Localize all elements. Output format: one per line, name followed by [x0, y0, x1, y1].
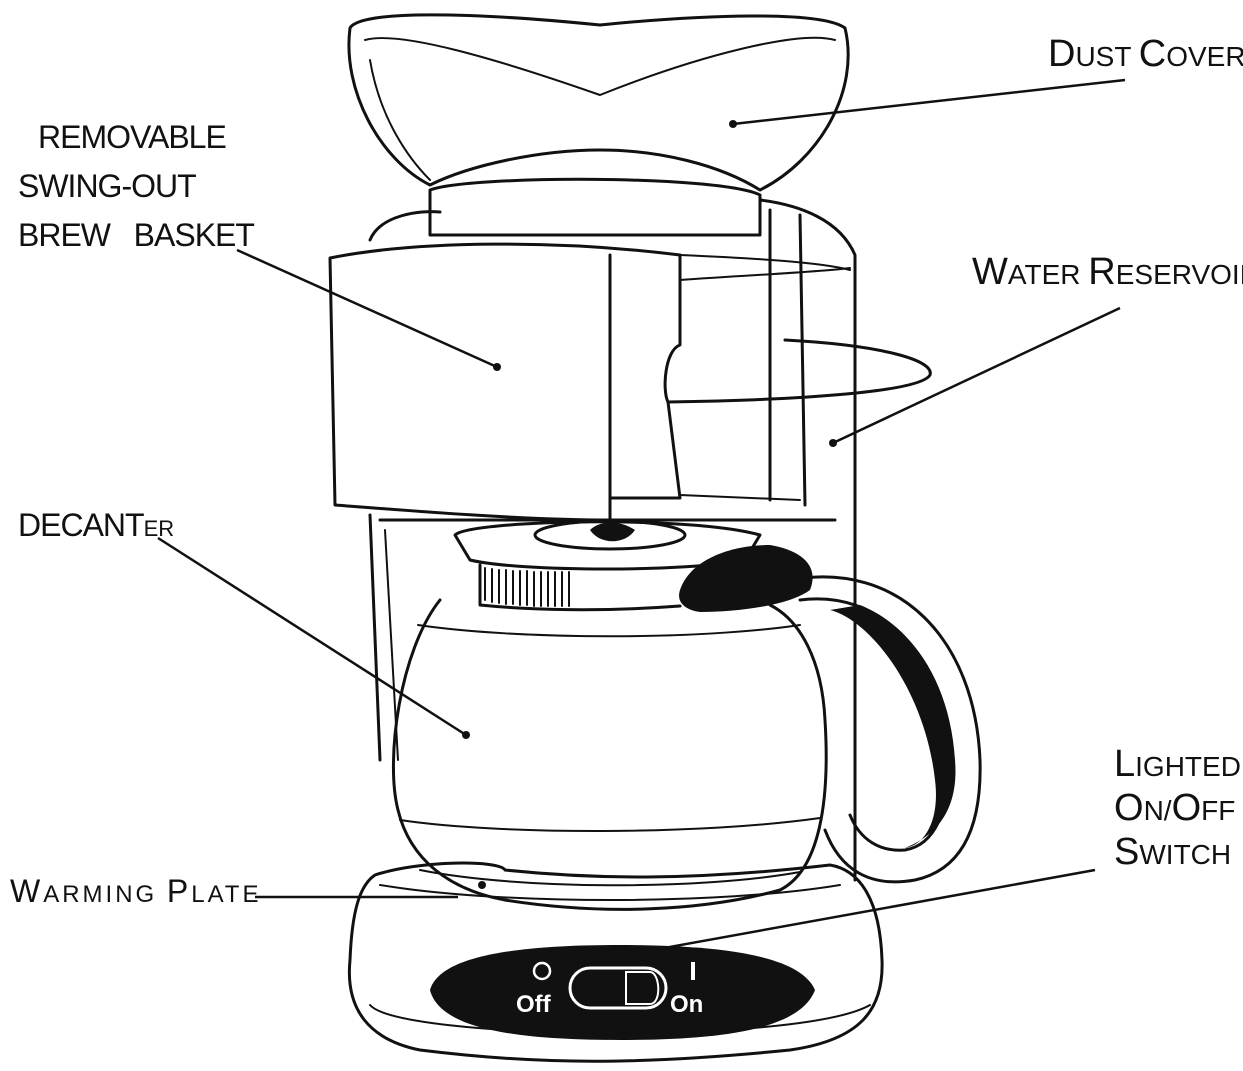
leader-water-reservoir — [832, 306, 1121, 445]
pointer-dot-water-reservoir — [829, 439, 837, 447]
off-label: Off — [516, 991, 552, 1018]
switch-panel: Off On — [430, 945, 815, 1040]
decanter-grip-ridges — [484, 567, 570, 607]
power-switch[interactable] — [568, 966, 668, 1010]
label-brew-basket-line3: BREW BASKET — [18, 217, 254, 253]
coffee-maker-illustration: Off On — [328, 13, 982, 1063]
decanter-part — [391, 519, 982, 911]
label-brew-basket-line2: SWING-OUT — [18, 168, 196, 204]
label-warming-plate: WARMING PLATE — [10, 873, 261, 909]
leader-lines — [157, 78, 1126, 960]
label-switch: LIGHTED ON/OFF SWITCH — [1114, 743, 1241, 873]
leader-brew-basket — [236, 248, 498, 369]
pointer-dot-switch — [616, 952, 624, 960]
label-brew-basket: REMOVABLE SWING-OUT BREW BASKET — [18, 119, 255, 253]
label-switch-line3: SWITCH — [1114, 831, 1231, 873]
label-switch-line1: LIGHTED — [1114, 743, 1241, 785]
leader-dust-cover — [732, 78, 1126, 126]
leader-switch — [619, 868, 1096, 958]
leader-decanter — [157, 536, 467, 737]
on-symbol-icon — [691, 962, 695, 980]
label-decanter: DECANTER — [18, 507, 174, 543]
housing-part — [368, 177, 932, 882]
pointer-dot-brew-basket — [493, 363, 501, 371]
brew-basket-part — [328, 242, 801, 522]
dust-cover-part — [347, 13, 850, 192]
pointer-dot-warming-plate — [478, 881, 486, 889]
off-symbol-icon — [532, 961, 552, 981]
on-label: On — [670, 991, 703, 1018]
pointer-dot-dust-cover — [729, 120, 737, 128]
pointer-dot-decanter — [462, 731, 470, 739]
label-dust-cover: DUST COVER — [1048, 33, 1243, 75]
label-brew-basket-line1: REMOVABLE — [38, 119, 226, 155]
label-switch-line2: ON/OFF — [1114, 787, 1235, 829]
